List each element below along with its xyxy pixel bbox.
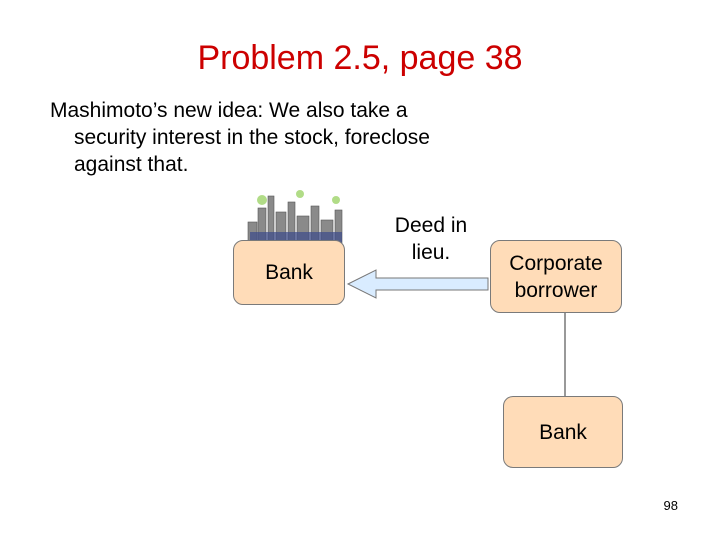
corporate-borrower-label: Corporate borrower bbox=[509, 251, 603, 302]
deed-in-lieu-arrow bbox=[346, 269, 489, 299]
slide-title: Problem 2.5, page 38 bbox=[197, 39, 523, 77]
city-skyline-icon bbox=[247, 190, 343, 247]
bullet-text: Mashimoto’s new idea: We also take a sec… bbox=[50, 99, 430, 176]
corporate-borrower-node: Corporate borrower bbox=[490, 240, 622, 313]
bank-node-bottom: Bank bbox=[503, 396, 623, 468]
page-number: 98 bbox=[663, 498, 678, 513]
bank-node-left-label: Bank bbox=[265, 261, 313, 284]
deed-in-lieu-label: Deed in lieu. bbox=[394, 214, 468, 264]
bank-node-bottom-label: Bank bbox=[539, 420, 587, 444]
bank-node-left: Bank bbox=[233, 240, 345, 305]
